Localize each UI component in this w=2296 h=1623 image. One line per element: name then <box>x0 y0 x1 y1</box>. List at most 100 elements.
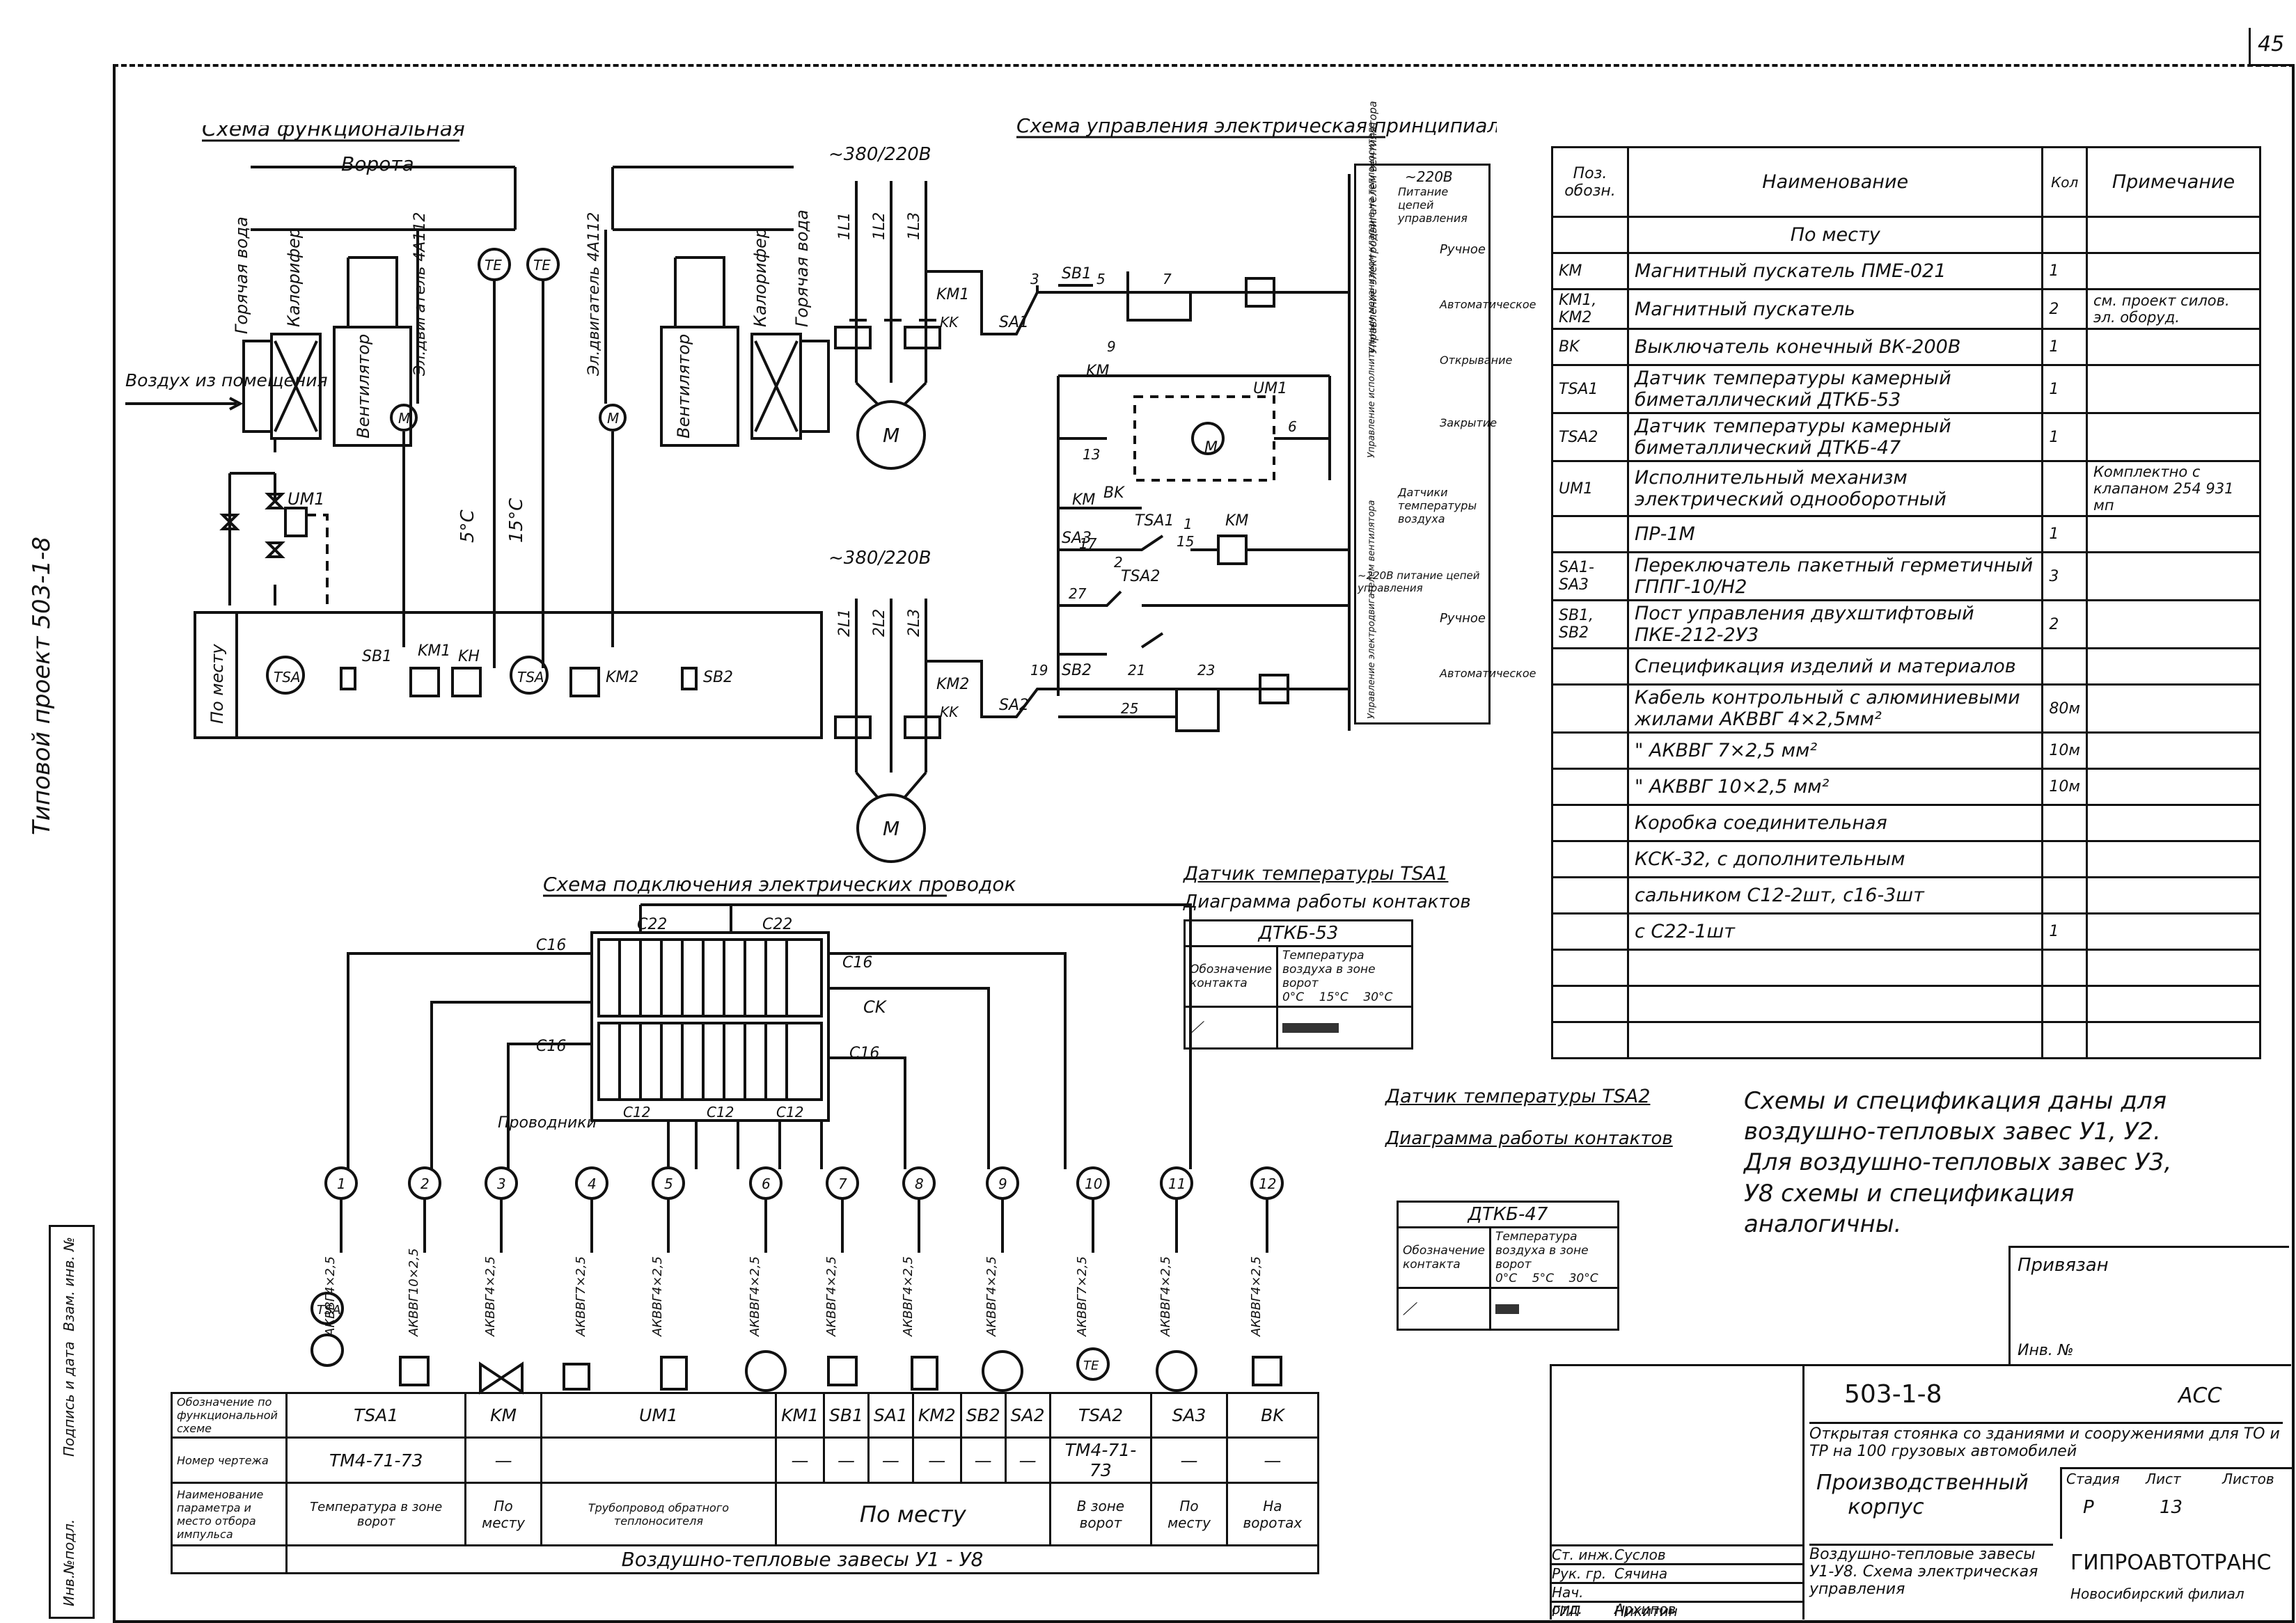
wiring-cable-label: АКВВГ4×2,5 <box>901 1256 915 1337</box>
bt-col-0: TSA1 <box>285 1392 467 1439</box>
motor-m-1: M <box>398 410 410 427</box>
spec-cell-note <box>2086 412 2261 462</box>
functional-temp-15: 15°С <box>506 498 527 543</box>
spec-cell-pos <box>1551 1021 1629 1059</box>
page-number: 45 <box>2258 32 2285 56</box>
bt-label-2: Номер чертежа <box>171 1436 288 1484</box>
spec-cell-pos: UM1 <box>1551 460 1629 517</box>
note-text: Схемы и спецификация даны для воздушно-т… <box>1744 1087 2172 1238</box>
wiring-node-label: 1 <box>337 1175 346 1192</box>
title-block: Ст. инж.Суслов Рук. гр.Сячина Нач. отд.А… <box>1550 1364 2292 1620</box>
wiring-node-label: 11 <box>1168 1175 1186 1192</box>
spec-h-name: Наименование <box>1626 146 2044 218</box>
sensor1-bar <box>1282 1022 1339 1033</box>
kn-label: KH <box>458 648 480 665</box>
person-name-1: Суслов <box>1614 1546 1666 1563</box>
side-stamp-3: Взам. инв. № <box>61 1237 77 1331</box>
sensor2-t3: 30°С <box>1568 1272 1598 1285</box>
wiring-wires: Проводники <box>498 1114 597 1132</box>
spec-cell-note <box>2086 647 2261 686</box>
sensor1-col2-cell: Температура воздуха в зоне ворот 0°С 15°… <box>1275 945 1414 1008</box>
side-row-7: ~220В питание цепей управления <box>1358 569 1480 594</box>
l21: 2L1 <box>836 609 854 637</box>
spec-cell-name: Кабель контрольный с алюминиевыми жилами… <box>1626 683 2044 734</box>
l11: 1L1 <box>836 212 854 240</box>
bottom-table: Обозначение по функциональной схеме TSA1… <box>171 1392 1320 1574</box>
bt-par-3: По месту <box>775 1482 1051 1546</box>
bt-label-1: Обозначение по функциональной схеме <box>171 1392 288 1439</box>
ctrl-km2: KM2 <box>936 676 969 693</box>
wiring-ck: CK <box>863 997 888 1017</box>
functional-motor: Эл.двигатель 4А112 <box>411 212 429 377</box>
n21: 21 <box>1128 662 1145 679</box>
wiring-node-label: 12 <box>1259 1175 1276 1192</box>
title-block-left: Ст. инж.Суслов Рук. гр.Сячина Нач. отд.А… <box>1552 1366 1804 1620</box>
side-row-8: Ручное <box>1440 611 1486 626</box>
bt-footer: Воздушно-тепловые завесы У1 - У8 <box>285 1544 1319 1574</box>
spec-row <box>1551 1021 2261 1059</box>
privyazan-label: Привязан <box>2018 1255 2109 1276</box>
l23: 2L3 <box>906 609 923 637</box>
bt-par-1: По месту <box>464 1482 542 1546</box>
spec-cell-note <box>2086 683 2261 734</box>
sensor2-subtitle: Диаграмма работы контактов <box>1385 1128 1673 1149</box>
wiring-node-label: 8 <box>915 1175 924 1192</box>
ctrl-kk-1: KK <box>940 314 959 331</box>
sensor1-t3: 30°С <box>1363 990 1393 1004</box>
title-project: Открытая стоянка со зданиями и сооружени… <box>1809 1422 2283 1460</box>
bt-dno-6: — <box>911 1436 962 1484</box>
spec-row: КСК-32, с дополнительным <box>1551 840 2261 878</box>
spec-cell-pos: SB1, SB2 <box>1551 599 1629 649</box>
wiring-c16-d: С16 <box>849 1045 879 1062</box>
spec-cell-pos <box>1551 731 1629 770</box>
functional-gate: Ворота <box>341 152 414 175</box>
bt-col-7: SB2 <box>959 1392 1007 1439</box>
spec-cell-name: с С22-1шт <box>1626 912 2044 951</box>
spec-cell-note <box>2086 949 2261 987</box>
spec-cell-qty: 1 <box>2041 515 2088 553</box>
spec-cell-qty <box>2041 985 2088 1023</box>
side-stamp-2: Подпись и дата <box>61 1341 77 1457</box>
drawing-frame <box>113 64 2295 1623</box>
ctrl-um1: UM1 <box>1253 380 1287 397</box>
ctrl-vk: BK <box>1103 484 1125 502</box>
ctrl-kk-2: KK <box>940 704 959 720</box>
stage-h: Стадия <box>2066 1471 2120 1487</box>
person-role-4: ГИП <box>1552 1603 1581 1620</box>
side-row-1: Питание цепей управления <box>1398 185 1468 225</box>
n19: 19 <box>1030 662 1048 679</box>
sensor1-col2: Температура воздуха в зоне ворот <box>1282 949 1376 990</box>
ctrl-km: KM <box>1225 512 1248 530</box>
n13: 13 <box>1083 446 1100 463</box>
spec-cell-name: Датчик температуры камерный биметалличес… <box>1626 412 2044 462</box>
l13: 1L3 <box>906 212 923 240</box>
side-row-5: Закрытие <box>1440 416 1497 429</box>
supply-lower: ~380/220В <box>828 548 931 569</box>
functional-hot-water-2: Горячая вода <box>792 209 812 327</box>
n15: 15 <box>1177 533 1194 550</box>
ctrl-sa1: SA1 <box>999 314 1029 331</box>
n25: 25 <box>1121 700 1138 717</box>
bt-par-6: На воротах <box>1225 1482 1320 1546</box>
functional-diagram: Схема функциональная Ворота Воздух из по… <box>125 125 830 739</box>
spec-cell-pos <box>1551 912 1629 951</box>
spec-cell-pos <box>1551 985 1629 1023</box>
control-diagram: Схема управления электрическая принципиа… <box>828 118 1497 863</box>
spec-cell-name: " АКВВГ 10×2,5 мм² <box>1626 768 2044 806</box>
spec-row <box>1551 949 2261 987</box>
functional-fan: Вентилятор <box>354 334 373 438</box>
person-row-2: Рук. гр.Сячина <box>1552 1563 1802 1582</box>
wiring-cable-label: АКВВГ4×2,5 <box>824 1256 839 1337</box>
wiring-te: TE <box>1083 1359 1099 1373</box>
title-stage-grid: Стадия Лист Листов Р 13 <box>2060 1467 2292 1539</box>
functional-heater-2: Калорифер <box>750 228 770 327</box>
wiring-c12-b: С12 <box>707 1104 734 1121</box>
functional-title: Схема функциональная <box>202 125 465 141</box>
bt-dno-4: — <box>822 1436 870 1484</box>
title-org-branch: Новосибирский филиал <box>2070 1585 2244 1602</box>
bt-dno-10: — <box>1150 1436 1228 1484</box>
